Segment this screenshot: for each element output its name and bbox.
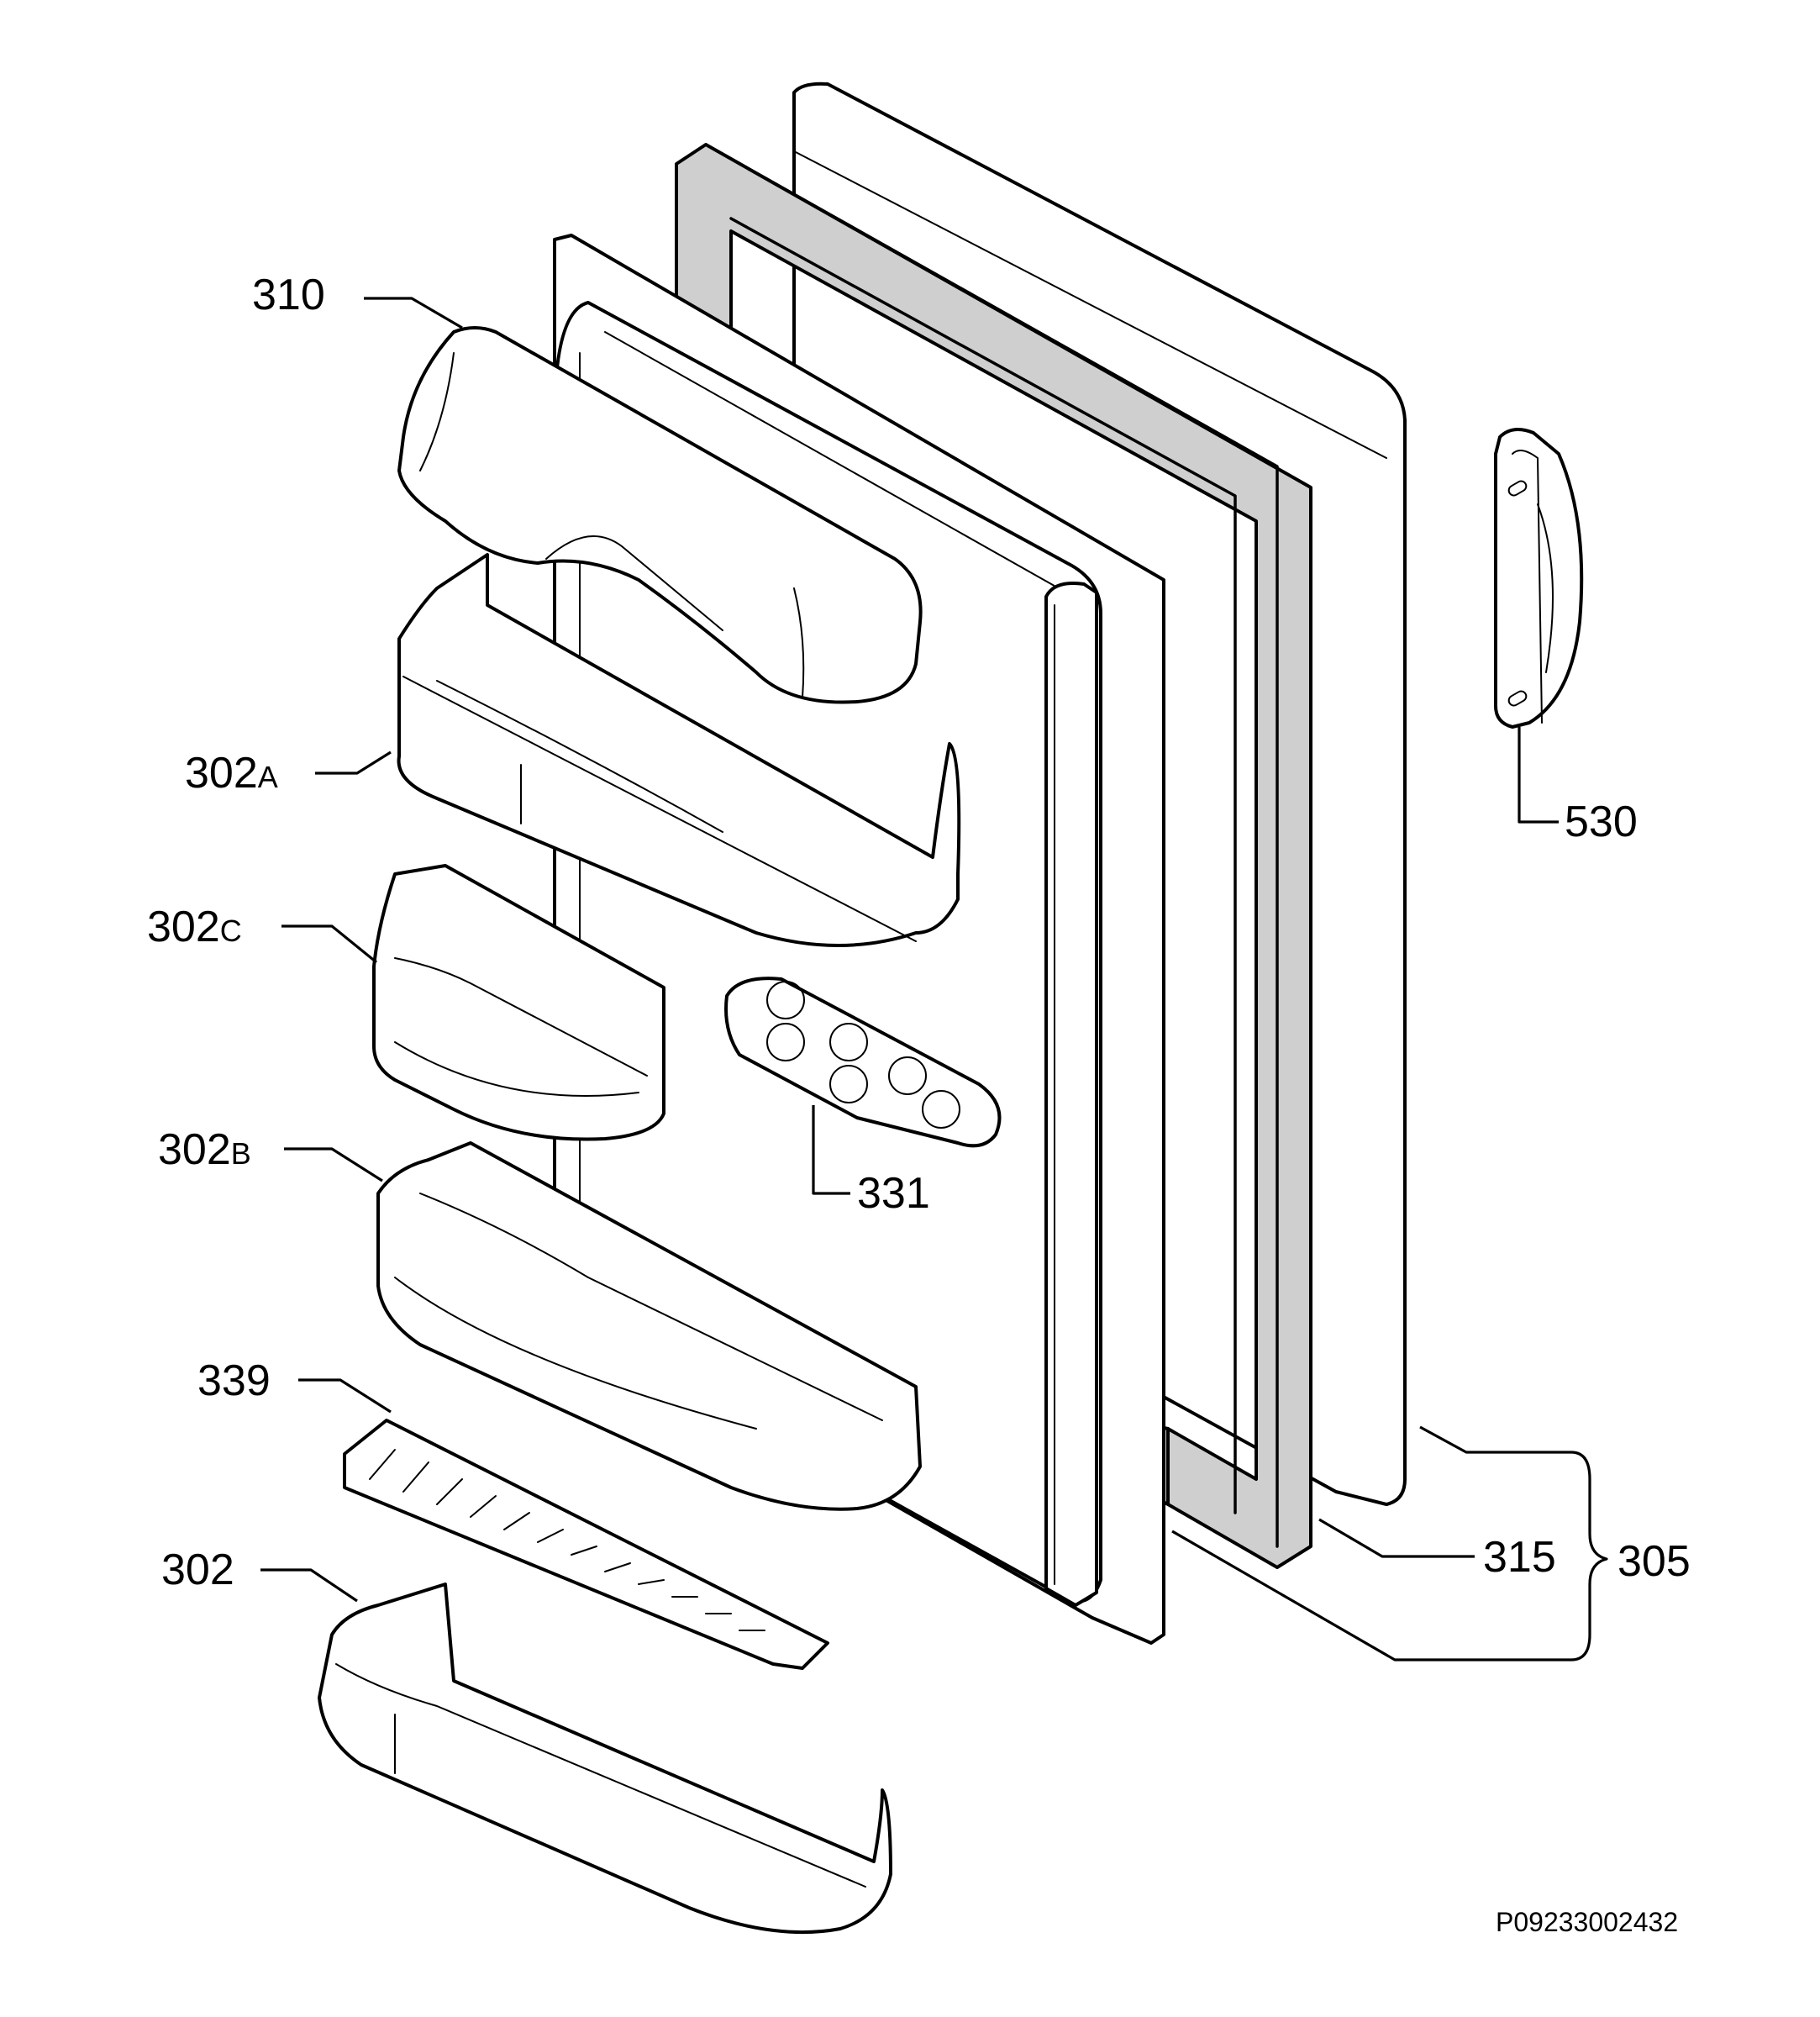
door-shelf-302 bbox=[318, 1583, 892, 1935]
label-315: 315 bbox=[1483, 1533, 1556, 1582]
leader-331 bbox=[812, 1105, 850, 1195]
bottle-rack bbox=[343, 1419, 829, 1670]
label-331: 331 bbox=[857, 1169, 930, 1218]
leader-lines bbox=[260, 297, 1608, 1662]
door-handle bbox=[1494, 428, 1584, 729]
door-shelf-302a bbox=[397, 553, 961, 947]
leader-305-bottom bbox=[1171, 1530, 1571, 1662]
label-302c-suffix: C bbox=[220, 914, 242, 948]
dairy-compartment-lid bbox=[397, 326, 923, 704]
label-302c-number: 302 bbox=[147, 903, 220, 951]
label-302a-suffix: A bbox=[258, 760, 278, 794]
label-302: 302 bbox=[161, 1546, 234, 1594]
label-302b: 302B bbox=[158, 1125, 251, 1174]
bracket-305 bbox=[1570, 1451, 1608, 1662]
leader-302c bbox=[281, 924, 378, 964]
label-302a: 302A bbox=[185, 749, 278, 798]
label-302b-number: 302 bbox=[158, 1125, 231, 1174]
leader-302a bbox=[315, 750, 392, 775]
label-302c: 302C bbox=[147, 903, 242, 951]
leader-339 bbox=[298, 1378, 392, 1414]
label-530: 530 bbox=[1565, 798, 1638, 846]
label-302b-suffix: B bbox=[231, 1136, 251, 1171]
reference-code: P09233002432 bbox=[1496, 1907, 1678, 1937]
door-shelf-302b bbox=[376, 1141, 922, 1511]
label-305: 305 bbox=[1617, 1537, 1691, 1586]
door-shelf-302c bbox=[372, 864, 665, 1141]
leader-310 bbox=[364, 297, 463, 329]
leader-305-top bbox=[1419, 1425, 1571, 1454]
egg-tray bbox=[724, 977, 1002, 1148]
leader-315 bbox=[1318, 1518, 1475, 1558]
leader-302 bbox=[260, 1568, 358, 1603]
label-302a-number: 302 bbox=[185, 749, 258, 798]
label-339: 339 bbox=[197, 1356, 271, 1405]
label-310: 310 bbox=[252, 271, 325, 319]
leader-302b bbox=[284, 1147, 383, 1182]
leader-530 bbox=[1518, 727, 1559, 824]
